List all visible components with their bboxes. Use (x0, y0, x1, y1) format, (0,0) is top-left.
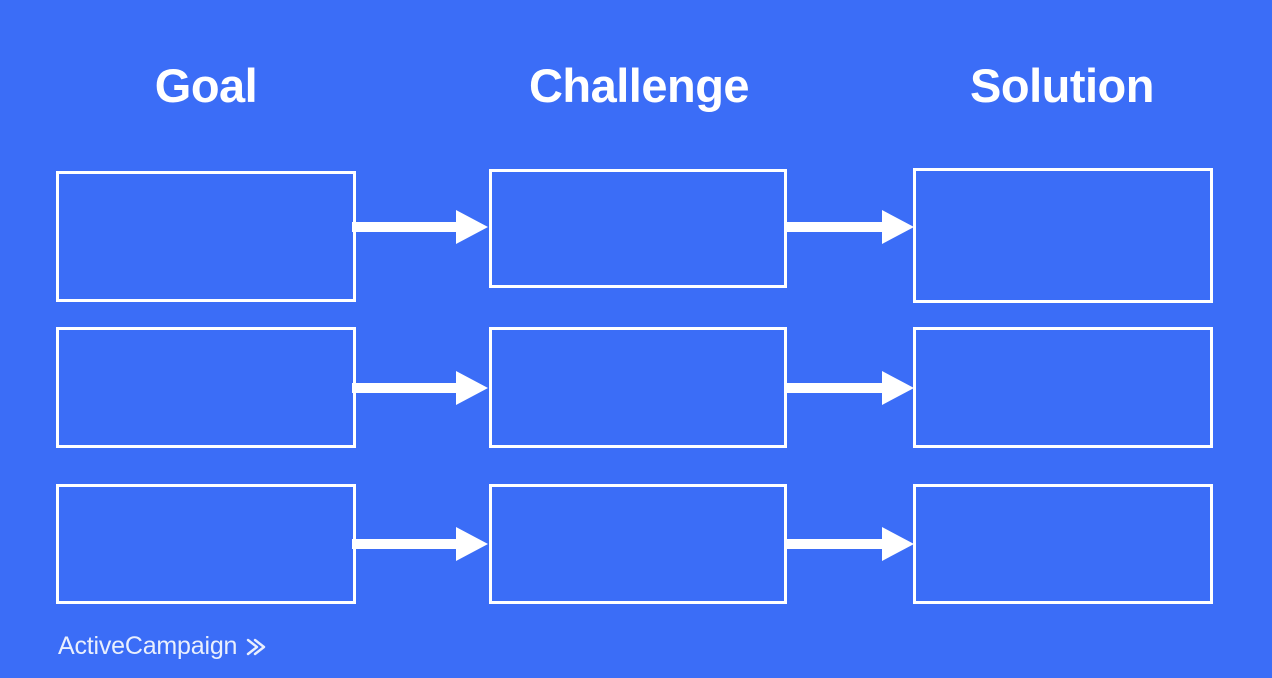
cell-row3-solution[interactable] (913, 484, 1213, 604)
cell-row1-goal[interactable] (56, 171, 356, 302)
column-header-goal: Goal (154, 59, 258, 112)
arrow-right-icon (352, 371, 488, 405)
brand-logo: ActiveCampaign (58, 634, 266, 659)
arrow-right-icon (352, 527, 488, 561)
column-header-solution: Solution (970, 59, 1154, 112)
cell-row1-solution[interactable] (913, 168, 1213, 303)
cell-row2-challenge[interactable] (489, 327, 787, 448)
arrow-right-icon (784, 527, 914, 561)
cell-row2-solution[interactable] (913, 327, 1213, 448)
arrow-right-icon (784, 210, 914, 244)
chevron-right-double-icon (247, 638, 266, 656)
arrow-right-icon (784, 371, 914, 405)
cell-row3-challenge[interactable] (489, 484, 787, 604)
brand-name: ActiveCampaign (58, 632, 238, 660)
column-header-challenge: Challenge (528, 59, 750, 112)
cell-row2-goal[interactable] (56, 327, 356, 448)
arrow-right-icon (352, 210, 488, 244)
cell-row3-goal[interactable] (56, 484, 356, 604)
cell-row1-challenge[interactable] (489, 169, 787, 288)
